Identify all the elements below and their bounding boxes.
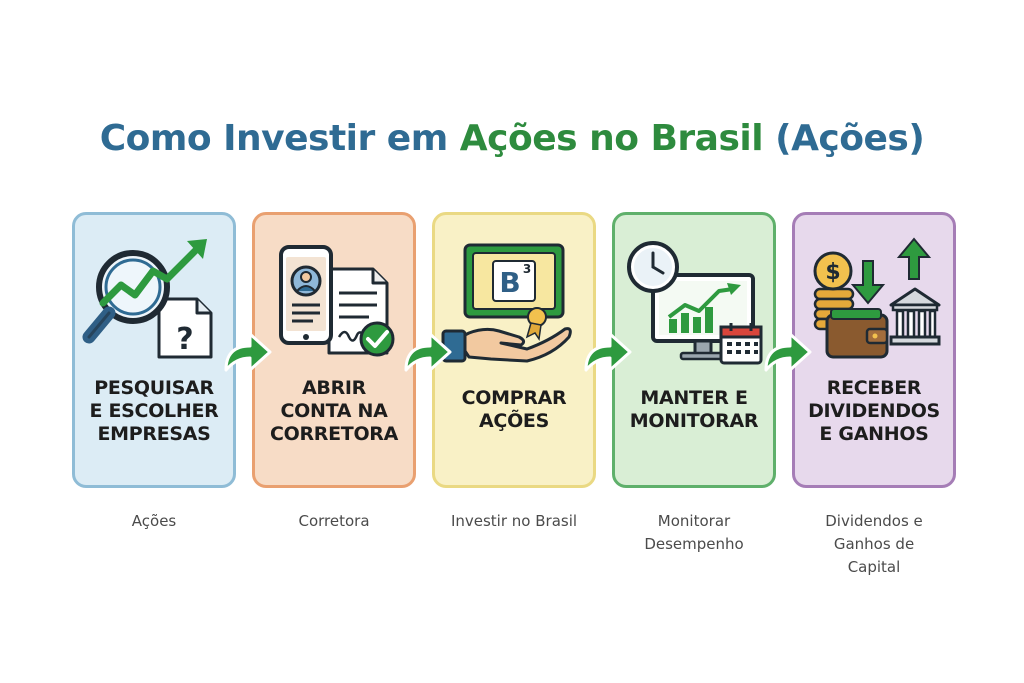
step-label: PESQUISAR E ESCOLHER EMPRESAS xyxy=(75,377,233,446)
svg-text:$: $ xyxy=(825,260,840,285)
step-label-line: MONITORAR xyxy=(629,410,759,432)
step-caption: Investir no Brasil xyxy=(432,510,596,533)
step-caption-line: Monitorar xyxy=(657,512,731,530)
step-card-buy: B 3 COMPRAR AÇÕES xyxy=(432,212,596,488)
step-caption-line: Corretora xyxy=(298,512,370,530)
title-part-3: (Ações) xyxy=(763,118,925,159)
magnifier-chart-icon: ? xyxy=(82,239,213,359)
step-label-line: PESQUISAR xyxy=(94,377,214,399)
step-label-line: COMPRAR xyxy=(461,387,567,409)
step-label: RECEBER DIVIDENDOS E GANHOS xyxy=(795,377,953,446)
step-caption-line: Capital xyxy=(847,558,901,576)
step-label-line: AÇÕES xyxy=(479,410,549,432)
monitor-clock-calendar-icon xyxy=(627,241,763,365)
step-caption: Dividendos e Ganhos de Capital xyxy=(792,510,956,579)
coins-wallet-bank-icon: $ xyxy=(813,237,941,359)
step-caption: Monitorar Desempenho xyxy=(612,510,776,556)
step-label-line: ABRIR xyxy=(301,377,367,399)
step-card-open-account: ABRIR CONTA NA CORRETORA xyxy=(252,212,416,488)
step-label-line: DIVIDENDOS xyxy=(808,400,940,422)
next-step-arrow-icon xyxy=(224,332,272,372)
step-label-line: CORRETORA xyxy=(269,423,399,445)
step-label-line: RECEBER xyxy=(826,377,922,399)
next-step-arrow-icon xyxy=(404,332,452,372)
step-card-dividends: $ RECEBER DIVIDENDOS E GANHOS xyxy=(792,212,956,488)
step-caption-line: Ganhos de xyxy=(833,535,915,553)
step-caption-line: Dividendos e xyxy=(825,512,923,530)
next-step-arrow-icon xyxy=(584,332,632,372)
phone-contract-icon xyxy=(279,245,395,357)
title-part-2: Ações no Brasil xyxy=(459,118,764,159)
step-card-research: ? PESQUISAR E ESCOLHER EMPRESAS xyxy=(72,212,236,488)
step-label: ABRIR CONTA NA CORRETORA xyxy=(255,377,413,446)
svg-text:?: ? xyxy=(176,322,193,357)
step-label-line: E GANHOS xyxy=(819,423,929,445)
b3-certificate-hand-icon: B 3 xyxy=(441,243,572,363)
step-caption-line: Desempenho xyxy=(644,535,744,553)
step-label-line: E ESCOLHER xyxy=(89,400,219,422)
title-part-1: Como Investir em xyxy=(99,118,460,159)
step-caption-line: Ações xyxy=(131,512,177,530)
step-caption: Corretora xyxy=(252,510,416,533)
step-caption-line: Investir no Brasil xyxy=(450,512,578,530)
step-label-line: EMPRESAS xyxy=(97,423,211,445)
next-step-arrow-icon xyxy=(764,332,812,372)
step-caption: Ações xyxy=(72,510,236,533)
step-label: MANTER E MONITORAR xyxy=(615,387,773,433)
b3-logo-superscript: 3 xyxy=(523,262,531,276)
step-card-monitor: MANTER E MONITORAR xyxy=(612,212,776,488)
step-label: COMPRAR AÇÕES xyxy=(435,387,593,433)
page-title: Como Investir em Ações no Brasil (Ações) xyxy=(0,118,1024,159)
b3-logo-letter: B xyxy=(499,266,520,299)
step-label-line: CONTA NA xyxy=(280,400,388,422)
step-label-line: MANTER E xyxy=(640,387,748,409)
